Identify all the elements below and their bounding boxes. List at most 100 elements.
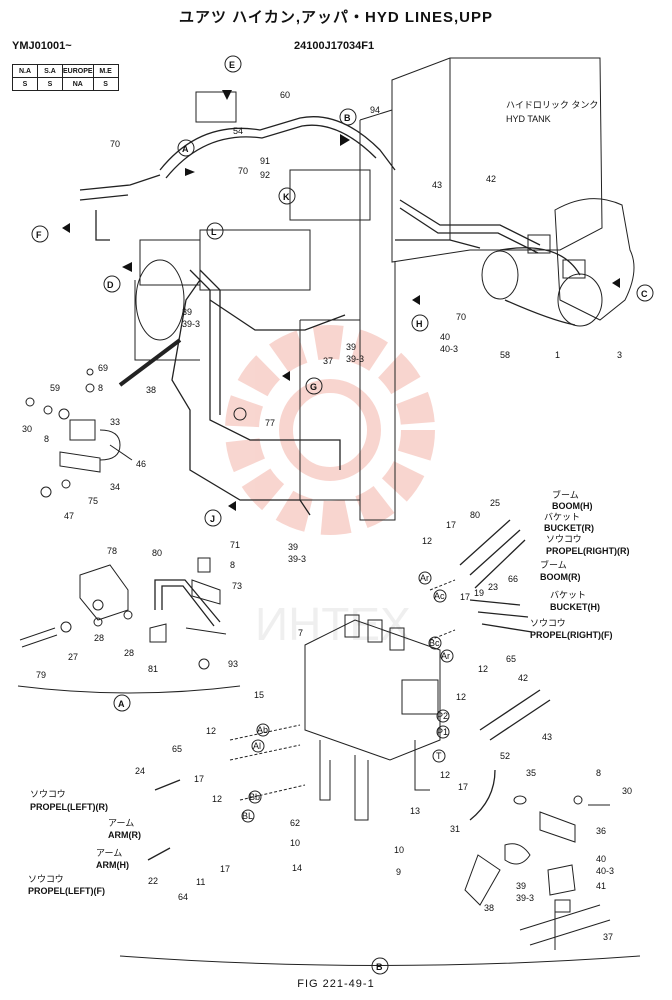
part-8-c: 8: [230, 560, 235, 570]
svg-text:ИНТЕХ: ИНТЕХ: [255, 598, 411, 650]
part-17-d: 17: [194, 774, 204, 784]
view-labels: E B A K L F D C H G J: [31, 55, 654, 527]
part-70-c: 70: [456, 312, 466, 322]
label-boom-h-jp: ブーム: [552, 489, 579, 500]
port-p1: P1: [437, 727, 448, 737]
part-10-a: 10: [290, 838, 300, 848]
view-b: B: [344, 113, 351, 123]
part-39-3-b: 39-3: [346, 354, 364, 364]
part-91: 91: [260, 156, 270, 166]
port-ar-2: Ar: [441, 651, 450, 661]
port-ac: Ac: [434, 591, 445, 601]
part-38-a: 38: [146, 385, 156, 395]
label-arm-h: ARM(H): [96, 860, 129, 870]
view-j: J: [210, 514, 215, 524]
part-94: 94: [370, 105, 380, 115]
view-arrows: [62, 90, 620, 511]
part-12-f: 12: [212, 794, 222, 804]
view-a: A: [182, 144, 189, 154]
part-30-b: 30: [622, 786, 632, 796]
page-title: ユアツ ハイカン,アッパ・HYD LINES,UPP: [178, 9, 494, 26]
spec-value-row: S S NA S: [12, 77, 119, 91]
part-81: 81: [148, 664, 158, 674]
part-70-b: 70: [238, 166, 248, 176]
part-36: 36: [596, 826, 606, 836]
pump-assembly: [481, 198, 635, 327]
figure-code: 24100J17034F1: [294, 40, 375, 52]
label-propel-left-r: PROPEL(LEFT)(R): [30, 802, 108, 812]
part-25: 25: [490, 498, 500, 508]
part-22: 22: [148, 876, 158, 886]
part-12-c: 12: [456, 692, 466, 702]
label-propel-left-f: PROPEL(LEFT)(F): [28, 886, 105, 896]
port-bc-1: Bc: [429, 638, 440, 648]
part-39-b: 39: [346, 342, 356, 352]
label-arm-r-jp: アーム: [108, 818, 134, 828]
serial-range: YMJ01001~: [12, 40, 72, 52]
part-77: 77: [265, 418, 275, 428]
market-spec-table: N.A S.A EUROPE M.E S S NA S: [12, 64, 119, 91]
part-43-a: 43: [432, 180, 442, 190]
part-number-callouts: 94 60 54 70 70 91 92 43 42 40 40-3 70 58…: [22, 90, 632, 942]
part-69: 69: [98, 363, 108, 373]
main-control-valve: [304, 614, 441, 821]
view-l: L: [211, 227, 217, 237]
spec-value-sa: S: [37, 77, 63, 91]
part-8-a: 8: [98, 383, 103, 393]
label-boom-h: BOOM(H): [552, 501, 593, 511]
part-12-d: 12: [440, 770, 450, 780]
part-8-d: 8: [596, 768, 601, 778]
part-13: 13: [410, 806, 420, 816]
part-93: 93: [228, 659, 238, 669]
view-f: F: [36, 230, 42, 240]
part-19: 19: [474, 588, 484, 598]
label-arm-h-jp: アーム: [96, 848, 122, 858]
figure-number: FIG 221-49-1: [297, 978, 375, 990]
section-b-label: B: [376, 962, 383, 972]
spec-value-europe: NA: [62, 77, 94, 91]
port-ar-1: Ar: [420, 573, 429, 583]
part-39-c: 39: [288, 542, 298, 552]
section-b-marker: [371, 957, 389, 975]
part-27: 27: [68, 652, 78, 662]
part-80-b: 80: [470, 510, 480, 520]
part-17-a: 17: [446, 520, 456, 530]
label-propel-left-r-jp: ソウコウ: [30, 789, 66, 799]
upper-pipe-runs: [79, 116, 541, 516]
label-propel-right-f: PROPEL(RIGHT)(F): [530, 630, 613, 640]
part-52: 52: [500, 751, 510, 761]
view-d: D: [107, 280, 114, 290]
section-a-label: A: [118, 699, 125, 709]
detail-a-parts: [17, 557, 241, 694]
part-28-a: 28: [94, 633, 104, 643]
part-11: 11: [196, 877, 205, 887]
part-8-b: 8: [44, 434, 49, 444]
lower-hose-runs: [147, 519, 551, 861]
part-40-3-b: 40-3: [596, 866, 614, 876]
part-35: 35: [526, 768, 536, 778]
view-k: K: [283, 192, 290, 202]
part-71: 71: [230, 540, 240, 550]
part-40-b: 40: [596, 854, 606, 864]
watermark-logo: ИНТЕХ: [225, 325, 435, 650]
part-39-3-a: 39-3: [182, 319, 200, 329]
part-39-3-d: 39-3: [516, 893, 534, 903]
port-bb: Bb: [249, 792, 260, 802]
part-64: 64: [178, 892, 188, 902]
part-10-b: 10: [394, 845, 404, 855]
part-65-b: 65: [172, 744, 182, 754]
part-9: 9: [396, 867, 401, 877]
label-arm-r: ARM(R): [108, 830, 141, 840]
port-al: Al: [253, 741, 261, 751]
port-t: T: [436, 751, 442, 761]
part-66: 66: [508, 574, 518, 584]
part-1: 1: [555, 350, 560, 360]
part-58: 58: [500, 350, 510, 360]
part-40-3-a: 40-3: [440, 344, 458, 354]
part-43-b: 43: [542, 732, 552, 742]
label-propel-right-f-jp: ソウコウ: [530, 618, 566, 628]
label-boom-r: BOOM(R): [540, 572, 581, 582]
part-39-3-c: 39-3: [288, 554, 306, 564]
view-g: G: [310, 382, 317, 392]
